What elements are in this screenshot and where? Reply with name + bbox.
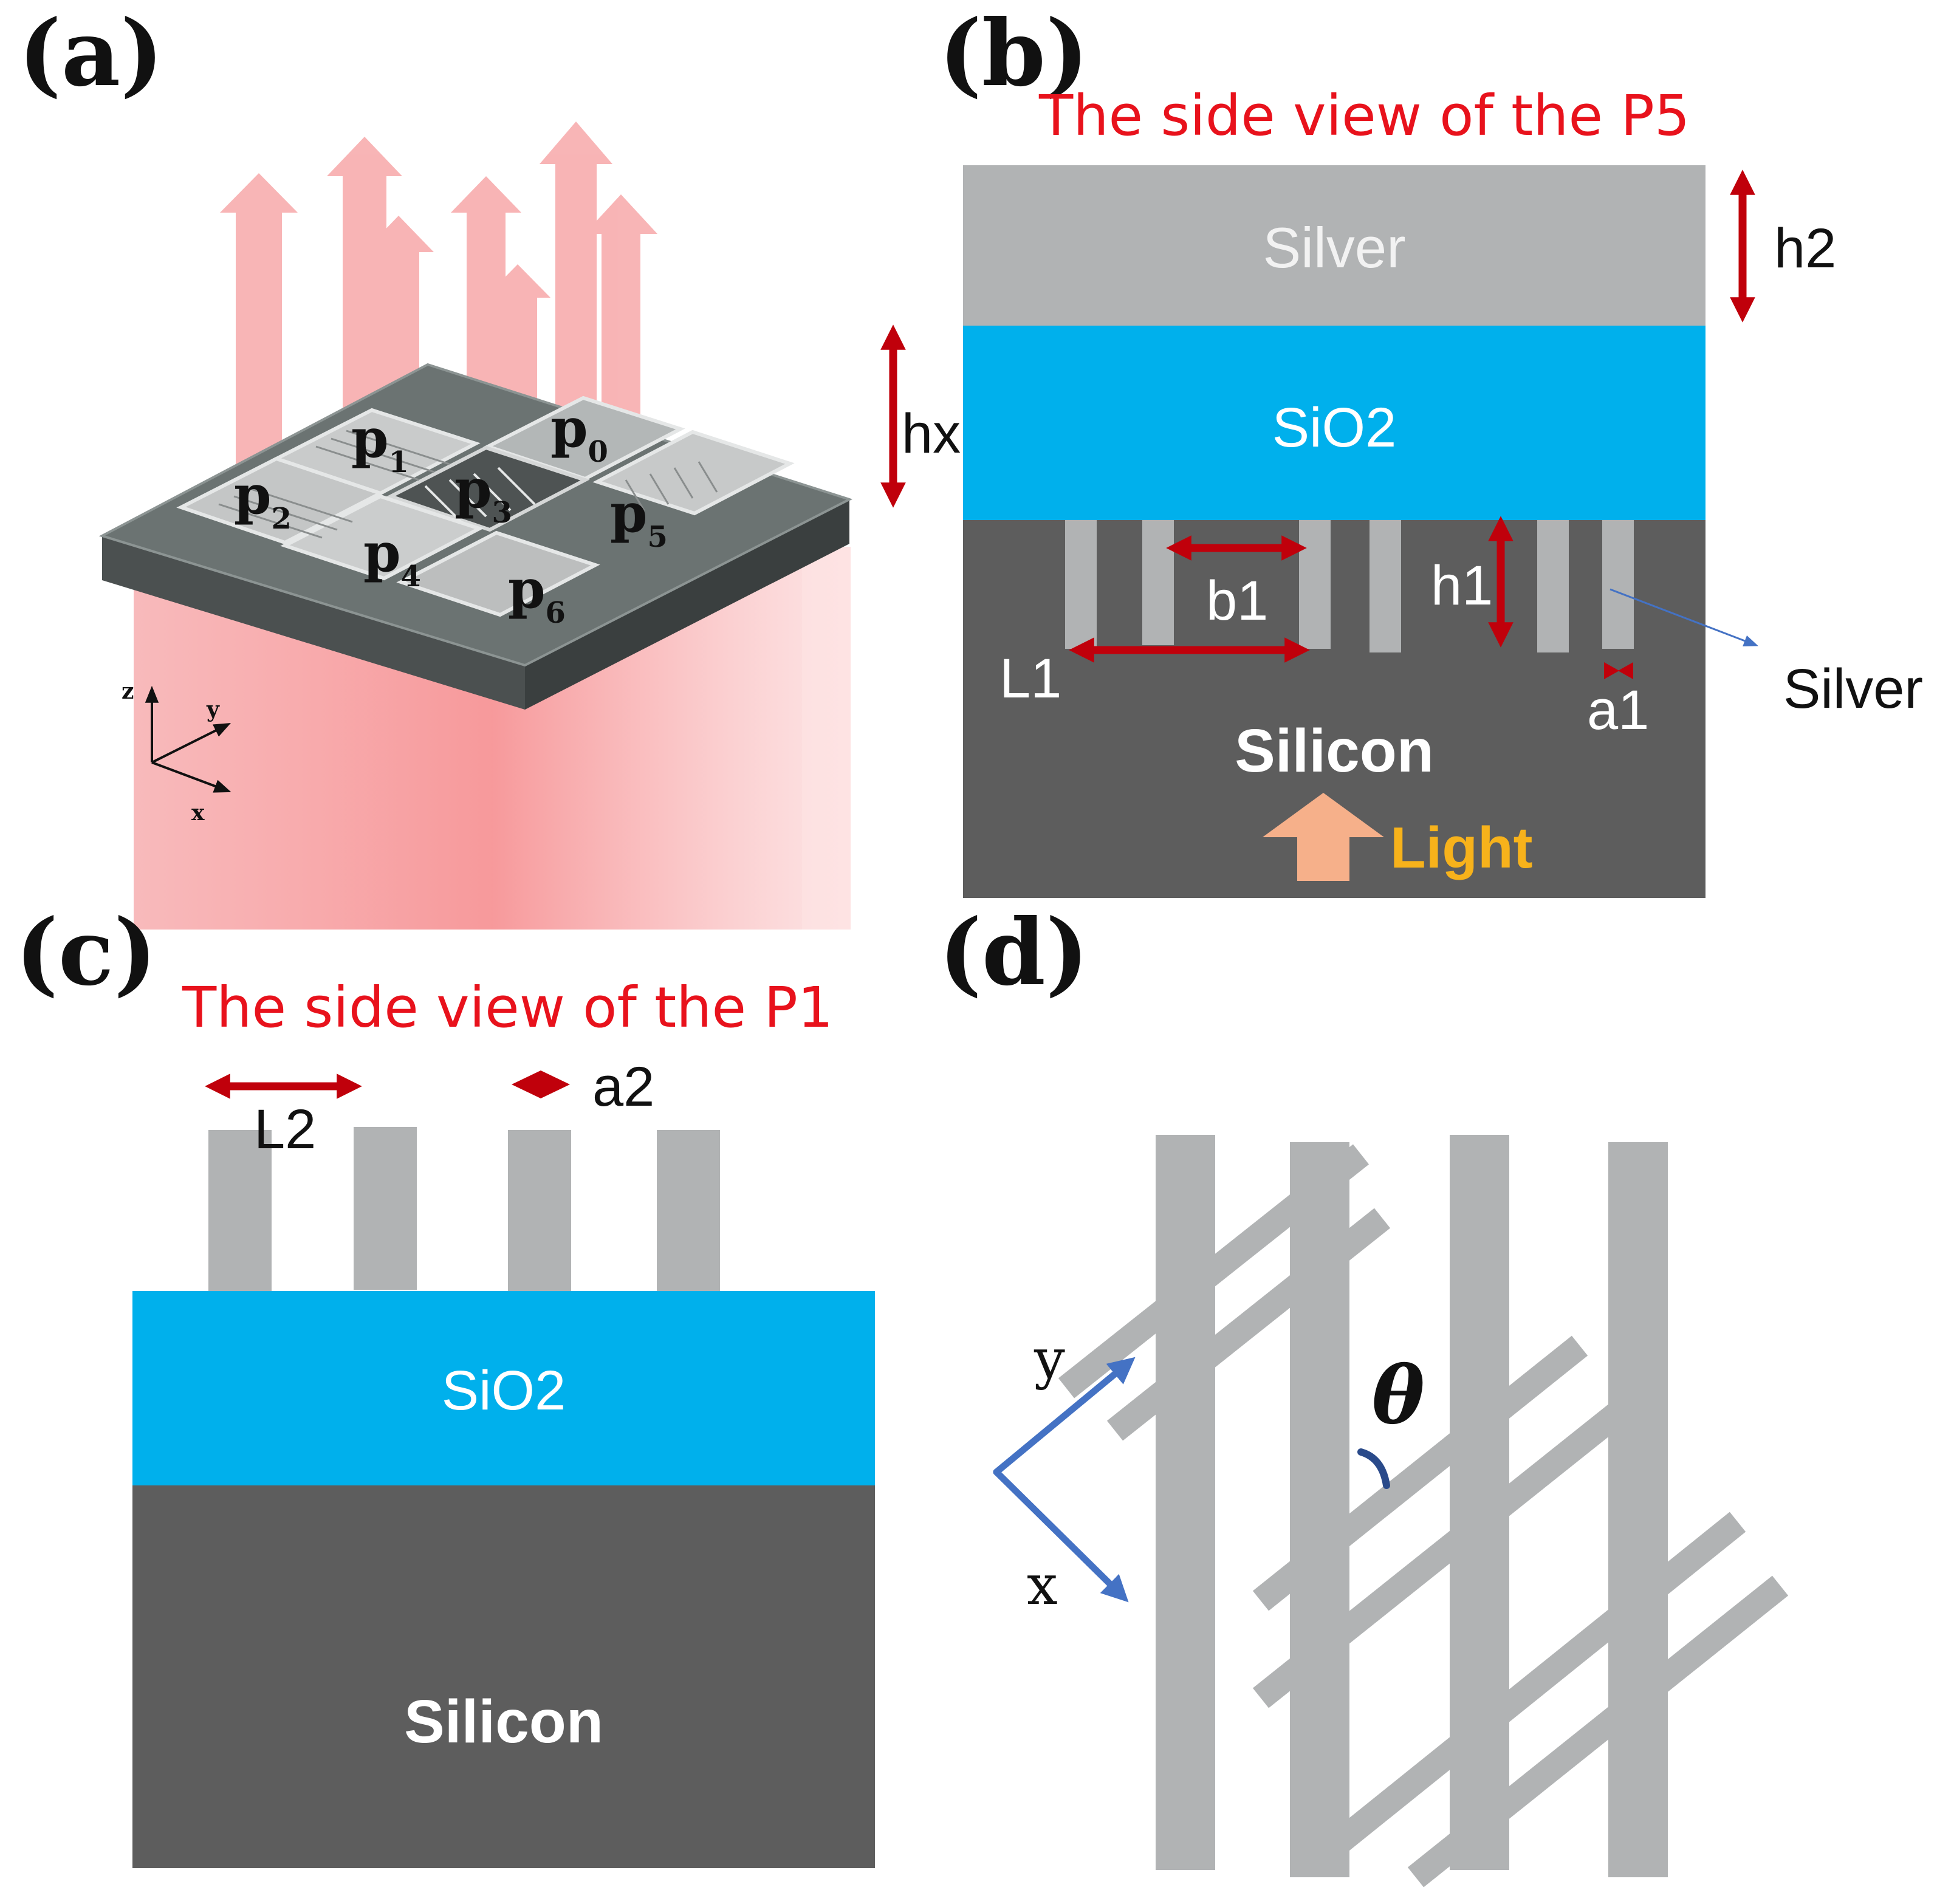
pixel-tile-p5	[592, 430, 795, 516]
pixel-label-p1: p1	[351, 406, 409, 479]
axis-x-line	[993, 1468, 1129, 1603]
panel-a-label: (a)	[18, 0, 163, 107]
axis-y-label-d: y	[1034, 1327, 1065, 1391]
panel-c-label: (c)	[15, 899, 157, 1006]
silver-bar	[1370, 520, 1401, 652]
sio2-layer-c	[132, 1291, 875, 1485]
theta-label: θ	[1372, 1349, 1425, 1442]
silver-pointer-line	[1609, 588, 1758, 646]
sio2-layer-label-c: SiO2	[442, 1360, 566, 1422]
grating-lines	[218, 430, 718, 539]
pixel-tile-p2	[176, 456, 385, 545]
axis-x-line	[151, 761, 231, 793]
axes-a	[145, 685, 231, 793]
axis-y-line	[993, 1357, 1136, 1476]
L1-label: L1	[999, 648, 1061, 710]
light-arrow	[540, 122, 612, 462]
axis-x-label: x	[191, 800, 205, 826]
dimension-arrows-b	[880, 170, 1755, 663]
light-arrow	[220, 173, 298, 529]
panel-c: (c) The side view of the P1 SiO2 Silicon…	[15, 899, 875, 1868]
pillar	[208, 1130, 272, 1293]
tilted-bar	[1325, 1512, 1746, 1857]
light-label: Light	[1390, 815, 1533, 880]
a2-marker	[512, 1070, 570, 1098]
silver-bar	[1065, 520, 1097, 649]
silver-layer-label: Silver	[1263, 216, 1405, 279]
panel-b-label: (b)	[939, 0, 1089, 107]
panel-d: (d) θ y x	[939, 899, 1789, 1888]
b1-label: b1	[1206, 570, 1268, 632]
L2-label: L2	[254, 1098, 316, 1160]
pixel-label-p4: p4	[363, 521, 421, 594]
pixel-tile-p4	[280, 494, 484, 581]
pixel-label-p5: p5	[610, 481, 668, 554]
a1-label: a1	[1587, 679, 1649, 741]
pillar	[508, 1130, 571, 1293]
pillar	[354, 1127, 417, 1290]
panel-b-title: The side view of the P5	[1038, 83, 1690, 148]
panel-b: (b) The side view of the P5 Silver SiO2 …	[880, 0, 1923, 898]
silicon-label-c: Silicon	[404, 1688, 603, 1756]
panel-d-label: (d)	[939, 899, 1089, 1006]
axes-d	[993, 1357, 1136, 1603]
silver-bar	[1537, 520, 1569, 652]
glow-edge	[802, 547, 851, 930]
vertical-bar	[1608, 1142, 1668, 1877]
a1-marker	[1604, 662, 1633, 679]
sio2-layer-label: SiO2	[1272, 397, 1397, 459]
pixel-labels: p1 p0 p2 p3 p5 p4 p6	[234, 396, 668, 630]
silicon-label: Silicon	[1235, 717, 1434, 785]
axis-y-label: y	[206, 697, 220, 722]
silver-layer	[963, 165, 1705, 326]
silver-bar	[1299, 520, 1331, 649]
silver-bar	[1602, 520, 1634, 649]
axis-x-label-d: x	[1027, 1553, 1058, 1617]
vertical-grating	[1156, 1135, 1668, 1877]
axis-y-line	[151, 722, 231, 764]
hx-label: hx	[902, 403, 961, 465]
incident-light-arrow	[1263, 793, 1384, 881]
a2-label: a2	[592, 1056, 654, 1118]
pixel-label-p6: p6	[508, 557, 566, 630]
pixel-label-p2: p2	[234, 463, 292, 536]
vertical-bar	[1156, 1135, 1215, 1870]
panel-c-title: The side view of the P1	[182, 975, 833, 1040]
panel-a: (a)	[18, 0, 853, 930]
pixel-label-p0: p0	[550, 396, 608, 469]
slab-front-face	[102, 536, 525, 710]
vertical-bar	[1450, 1135, 1509, 1870]
h1-label: h1	[1431, 555, 1493, 617]
metasurface-device	[98, 363, 853, 710]
axis-z-label: z	[122, 679, 134, 704]
silver-pointer-label: Silver	[1783, 658, 1923, 720]
silver-bar	[1142, 520, 1174, 645]
sio2-layer	[963, 326, 1705, 520]
angle-arc	[1357, 1448, 1390, 1489]
vertical-bar	[1290, 1142, 1349, 1877]
pixel-label-p3: p3	[454, 457, 512, 530]
silicon-substrate-c	[132, 1485, 875, 1868]
pixel-tile-p6	[396, 530, 600, 617]
silicon-pillars	[208, 1127, 720, 1293]
h2-label: h2	[1774, 217, 1836, 279]
pillar	[657, 1130, 720, 1293]
slab-right-face	[525, 499, 849, 710]
